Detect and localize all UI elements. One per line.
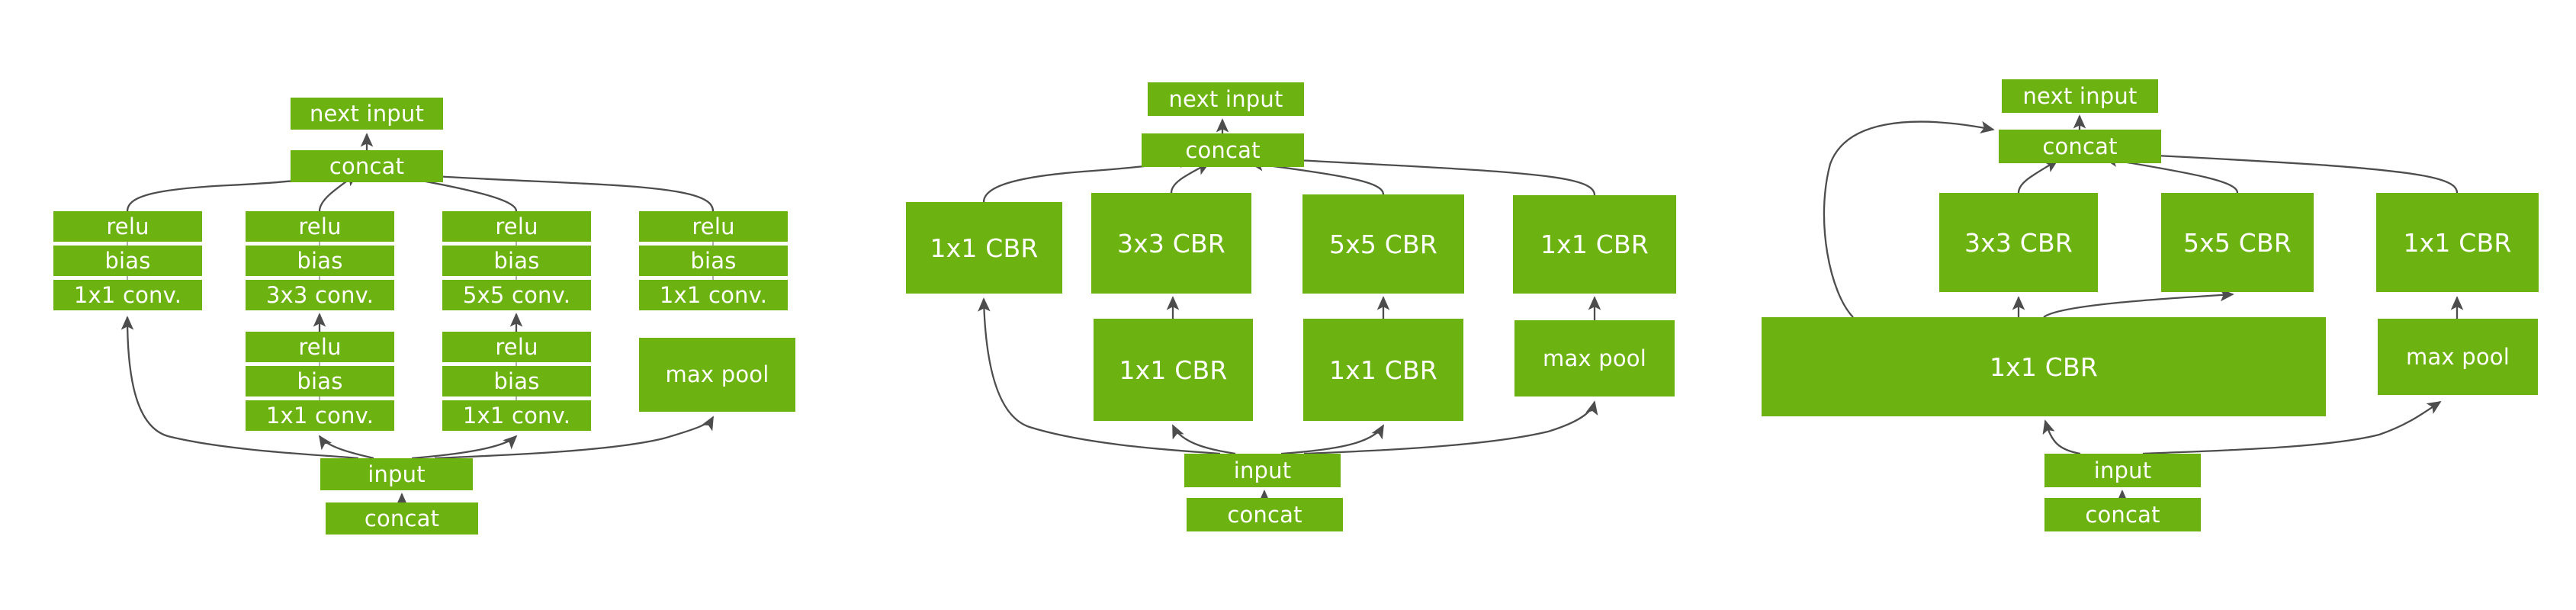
node-m-concat-bot: concat	[1187, 498, 1343, 531]
node-m-concat-top: concat	[1142, 133, 1304, 167]
node-label: relu	[495, 333, 538, 360]
node-m-next-input: next input	[1148, 82, 1304, 116]
node-m-cbr1: 1x1 CBR	[906, 202, 1062, 294]
node-l-concat-bot: concat	[326, 502, 478, 535]
node-m-cbr3: 5x5 CBR	[1302, 194, 1464, 294]
node-l-c4-relu: relu	[639, 211, 788, 242]
node-label: max pool	[665, 361, 769, 387]
node-l-c3b-conv: 1x1 conv.	[442, 400, 591, 431]
node-l-c1-bias: bias	[53, 246, 202, 276]
node-label: max pool	[1543, 345, 1646, 371]
node-label: relu	[692, 213, 735, 239]
node-label: next input	[309, 100, 425, 127]
edge-m-input-to-cbr6	[1280, 424, 1384, 455]
node-l-c1-relu: relu	[53, 211, 202, 242]
node-label: 1x1 conv.	[659, 281, 768, 308]
node-label: 1x1 CBR	[1328, 355, 1438, 385]
edge-l-input-to-c3b	[411, 435, 518, 460]
node-label: 5x5 conv.	[462, 281, 571, 308]
node-label: 1x1 CBR	[1989, 352, 2099, 382]
node-label: input	[368, 461, 426, 487]
node-l-c2b-relu: relu	[246, 332, 394, 362]
edge-m-cbr2-to-concat	[1170, 162, 1210, 194]
node-label: relu	[106, 213, 149, 239]
node-l-concat-top: concat	[291, 150, 443, 182]
node-label: 5x5 CBR	[2183, 227, 2292, 258]
node-l-c1-conv: 1x1 conv.	[53, 280, 202, 310]
node-label: 3x3 conv.	[265, 281, 374, 308]
edge-r-wide-to-cbr3	[2043, 288, 2234, 318]
node-l-c2b-conv: 1x1 conv.	[246, 400, 394, 431]
node-l-c3-bias: bias	[442, 246, 591, 276]
edge-r-input-to-wide	[2042, 419, 2081, 455]
node-l-c3b-relu: relu	[442, 332, 591, 362]
edge-m-cbr4-to-concat	[1257, 152, 1596, 196]
node-label: bias	[493, 247, 540, 274]
node-r-concat-bot: concat	[2044, 498, 2201, 531]
node-m-maxpool: max pool	[1514, 320, 1675, 396]
node-label: input	[1233, 457, 1292, 483]
node-l-c2-conv: 3x3 conv.	[246, 280, 394, 310]
node-l-c3b-bias: bias	[442, 366, 591, 396]
node-label: relu	[298, 213, 342, 239]
node-label: input	[2093, 457, 2152, 483]
node-label: bias	[297, 368, 343, 394]
node-label: 1x1 CBR	[930, 233, 1039, 263]
node-label: 3x3 CBR	[1964, 227, 2073, 258]
node-m-cbr5: 1x1 CBR	[1094, 319, 1253, 421]
node-r-cbr4: 1x1 CBR	[2376, 193, 2539, 292]
edge-l-input-to-c2b	[318, 435, 374, 460]
edge-r-cbr4-to-concat	[2126, 148, 2459, 194]
node-l-c2b-bias: bias	[246, 366, 394, 396]
node-l-c2-relu: relu	[246, 211, 394, 242]
node-l-maxpool: max pool	[639, 338, 795, 412]
node-r-input: input	[2044, 454, 2201, 487]
node-label: concat	[364, 505, 440, 531]
node-label: relu	[495, 213, 538, 239]
node-r-maxpool: max pool	[2378, 319, 2538, 395]
node-label: concat	[2042, 133, 2118, 159]
edge-m-cbr3-to-concat	[1249, 158, 1385, 195]
node-m-cbr4: 1x1 CBR	[1513, 195, 1676, 294]
node-label: bias	[104, 247, 151, 274]
node-label: 1x1 CBR	[1119, 355, 1228, 385]
node-label: bias	[493, 368, 540, 394]
node-m-cbr6: 1x1 CBR	[1303, 319, 1463, 421]
node-m-input: input	[1184, 454, 1341, 487]
edge-m-input-to-cbr5	[1171, 424, 1236, 455]
node-label: bias	[690, 247, 737, 274]
node-label: concat	[329, 152, 405, 179]
node-m-cbr2: 3x3 CBR	[1091, 193, 1251, 294]
node-label: bias	[297, 247, 343, 274]
node-label: concat	[1227, 501, 1302, 528]
node-l-c3-relu: relu	[442, 211, 591, 242]
node-label: 1x1 conv.	[462, 402, 571, 429]
node-label: max pool	[2406, 343, 2510, 370]
edge-r-cbr2-to-concat	[2017, 159, 2059, 194]
node-label: concat	[1185, 136, 1261, 163]
node-label: 1x1 CBR	[1540, 230, 1649, 259]
node-l-input: input	[320, 458, 473, 490]
node-r-cbr-wide: 1x1 CBR	[1762, 317, 2326, 416]
node-label: next input	[2022, 82, 2138, 109]
node-r-cbr2: 3x3 CBR	[1939, 193, 2098, 292]
node-label: 3x3 CBR	[1116, 228, 1226, 258]
node-r-concat-top: concat	[1999, 130, 2161, 163]
node-r-cbr3: 5x5 CBR	[2161, 193, 2314, 292]
node-label: 1x1 conv.	[265, 402, 374, 429]
node-label: 1x1 conv.	[73, 281, 182, 308]
edge-r-cbr3-to-concat	[2103, 154, 2239, 194]
node-r-next-input: next input	[2002, 79, 2158, 113]
node-label: 1x1 CBR	[2403, 227, 2512, 258]
node-label: relu	[298, 333, 342, 360]
node-label: 5x5 CBR	[1328, 229, 1438, 259]
node-l-c4-bias: bias	[639, 246, 788, 276]
node-label: next input	[1168, 85, 1283, 112]
node-l-next-input: next input	[291, 98, 443, 130]
node-l-c4-conv: 1x1 conv.	[639, 280, 788, 310]
node-l-c3-conv: 5x5 conv.	[442, 280, 591, 310]
node-label: concat	[2085, 501, 2160, 528]
node-l-c2-bias: bias	[246, 246, 394, 276]
